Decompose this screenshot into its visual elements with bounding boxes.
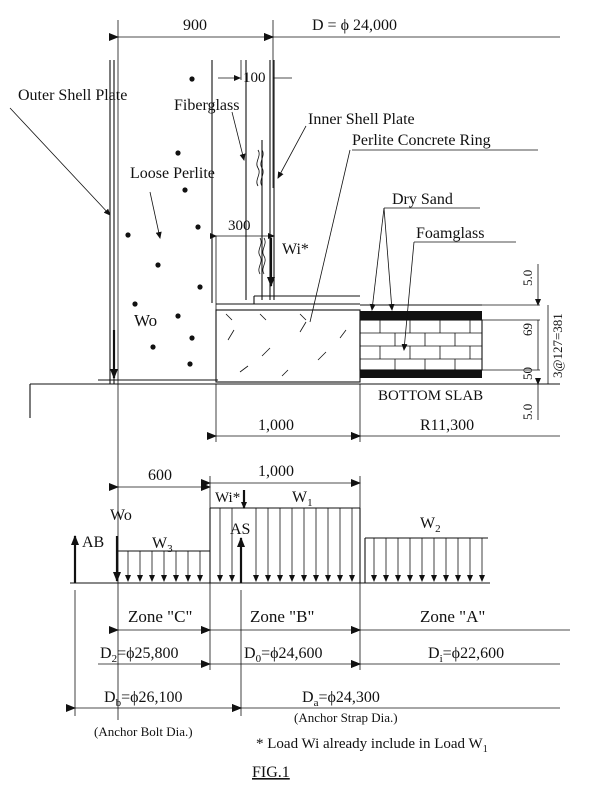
dim-vert-50: 50 [520,367,535,380]
label-leaders [9,107,538,351]
dim-900: 900 [183,17,207,34]
figure-caption: FIG.1 [252,764,290,781]
label-wi-section: Wi* [282,241,309,258]
vertical-dims [535,264,549,420]
load-w1: W1 [292,489,313,509]
dia-di: Di=ϕ22,600 [428,645,504,665]
loose-perlite-dots [125,76,203,367]
label-fiberglass: Fiberglass [174,97,239,114]
dim-1000-lower: 1,000 [258,463,294,480]
load-wo: Wo [110,507,132,524]
w1-load-arrows [217,508,355,582]
zone-c: Zone "C" [128,607,192,626]
load-wi: Wi* [215,490,240,506]
dim-vert-5b: 5.0 [520,404,535,420]
label-loose-perlite: Loose Perlite [130,165,215,182]
tank-section [29,60,560,418]
load-diagram [70,390,490,720]
label-bottom-slab: BOTTOM SLAB [378,388,483,404]
dia-d2: D2=ϕ25,800 [100,645,179,665]
dim-vert-69: 69 [520,323,535,336]
dim-1000-mid: 1,000 [258,417,294,434]
dim-100: 100 [243,70,266,86]
label-foamglass: Foamglass [416,225,484,242]
anchor-bolt-note: (Anchor Bolt Dia.) [94,724,193,739]
label-outer-shell: Outer Shell Plate [18,87,127,104]
zone-a: Zone "A" [420,607,485,626]
load-w3: W3 [152,535,173,555]
concrete-ring-texture [225,313,347,377]
load-w2: W2 [420,515,441,535]
top-dimensions [109,20,560,390]
label-perlite-ring: Perlite Concrete Ring [352,132,491,149]
load-ab: AB [82,534,104,551]
dim-vert-5a: 5.0 [520,270,535,286]
dia-db: Db=ϕ26,100 [104,689,183,709]
load-as: AS [230,521,250,538]
w3-load-arrows [125,551,203,582]
label-wo-section: Wo [134,311,157,330]
w2-load-arrows [371,538,485,582]
zone-b: Zone "B" [250,607,314,626]
diameter-row-2 [66,590,560,716]
label-dry-sand: Dry Sand [392,191,453,208]
dim-300: 300 [228,218,251,234]
dim-d-24000: D = ϕ 24,000 [312,17,397,34]
fiberglass-wave [256,149,266,275]
dim-vert-total: 3@127=381 [550,313,565,378]
footnote: * Load Wi already include in Load W1 [256,736,488,755]
label-inner-shell: Inner Shell Plate [308,111,415,128]
zone-dims [109,583,570,670]
dim-600: 600 [148,467,172,484]
dia-d0: D0=ϕ24,600 [244,645,323,665]
dia-da: Da=ϕ24,300 [302,689,380,709]
anchor-strap-note: (Anchor Strap Dia.) [294,710,398,725]
dim-r11300: R11,300 [420,417,474,434]
